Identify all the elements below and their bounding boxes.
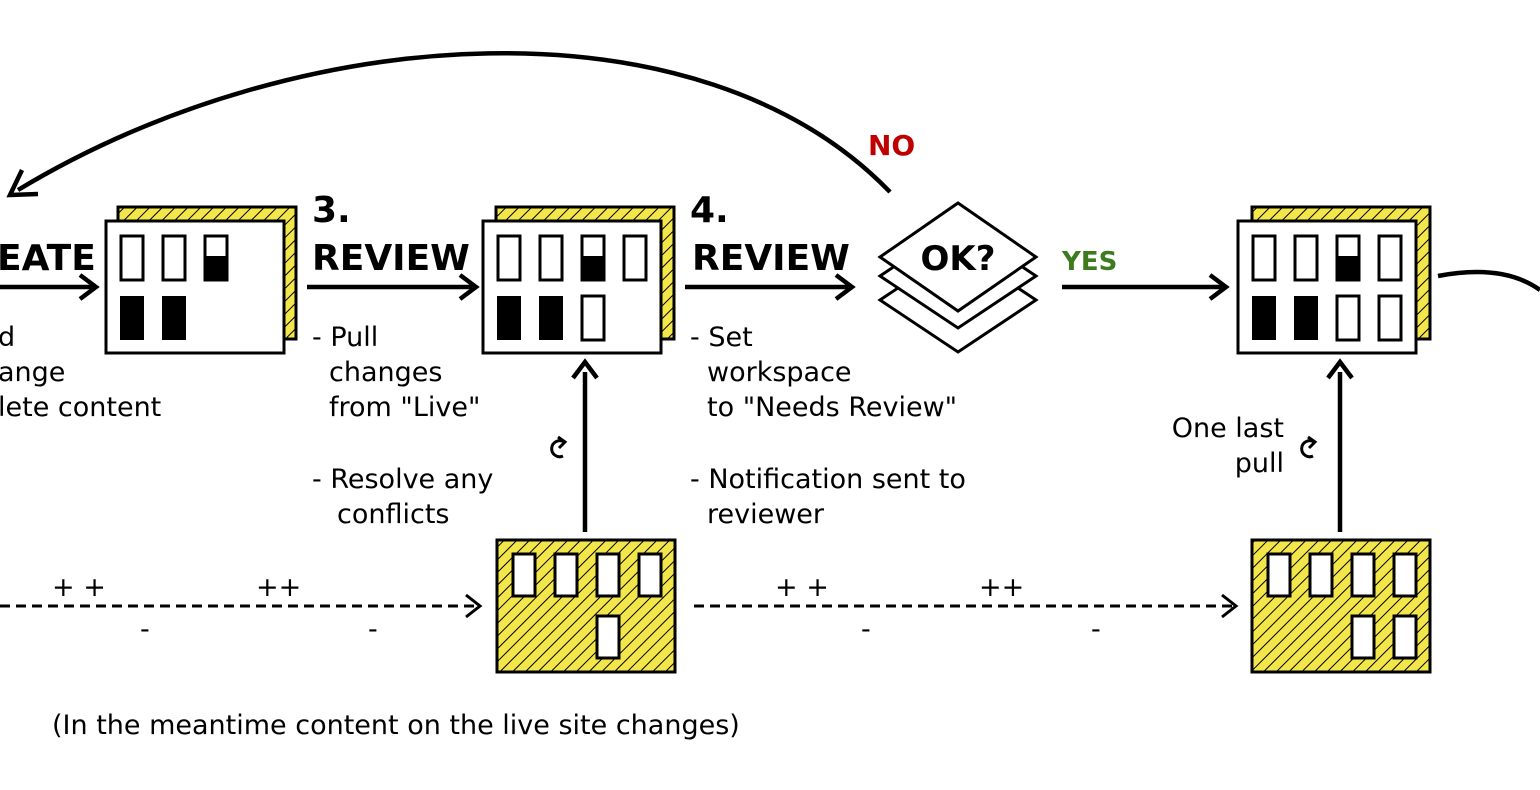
step4-arrowhead (834, 273, 856, 301)
pull-arrowhead-2 (1326, 358, 1354, 380)
live-timeline-1-arrowhead (465, 593, 483, 619)
live-changes-caption: (In the meantime content on the live sit… (52, 710, 740, 741)
minus-mark-1: - (140, 614, 150, 645)
minus-mark-4: - (1091, 614, 1101, 645)
final-pull-line-2: pull (1235, 448, 1284, 479)
step4-note-4: - Notification sent to (690, 464, 966, 495)
live-site-box-2 (1250, 538, 1432, 674)
step3-note-4: - Resolve any (312, 464, 493, 495)
minus-mark-2: - (368, 614, 378, 645)
step4-note-5: reviewer (707, 499, 825, 530)
create-note-line-2: ange (0, 357, 65, 388)
live-timeline-2-arrowhead (1221, 593, 1239, 619)
no-label: NO (868, 129, 915, 162)
no-loop-arrow (16, 51, 892, 194)
workspace-box-3 (1236, 205, 1432, 355)
workspace-box-1 (104, 205, 298, 355)
create-note-line-3: lete content (0, 392, 161, 423)
refresh-icon (550, 435, 568, 459)
step3-arrowhead (458, 273, 480, 301)
plus-mark-2: ++ (256, 572, 301, 603)
create-heading: EATE (0, 238, 96, 279)
step3-number: 3. (312, 190, 351, 231)
step4-note-1: - Set (690, 322, 753, 353)
live-site-box-1 (495, 538, 677, 674)
create-arrowhead (78, 273, 100, 301)
exit-arrow-curve (1437, 269, 1540, 292)
plus-mark-3: + + (775, 572, 829, 603)
yes-arrowhead (1208, 273, 1230, 301)
step3-note-5: conflicts (337, 499, 449, 530)
step4-heading: REVIEW (692, 238, 850, 279)
plus-mark-4: ++ (979, 572, 1024, 603)
step3-note-2: changes (329, 357, 442, 388)
pull-arrowhead-1 (571, 358, 599, 380)
minus-mark-3: - (861, 614, 871, 645)
step3-note-1: - Pull (312, 322, 378, 353)
no-loop-arrowhead (6, 169, 39, 198)
step4-note-2: workspace (707, 357, 852, 388)
step4-note-3: to "Needs Review" (707, 392, 957, 423)
create-note-line-1: d (0, 322, 15, 353)
plus-mark-1: + + (52, 572, 106, 603)
yes-label: YES (1061, 247, 1117, 277)
step4-number: 4. (690, 190, 729, 231)
decision-diamond (877, 201, 1039, 354)
workspace-box-2 (481, 205, 676, 355)
decision-label: OK? (921, 239, 996, 279)
refresh-icon (1300, 435, 1318, 459)
step3-note-3: from "Live" (329, 392, 480, 423)
final-pull-line-1: One last (1172, 413, 1284, 444)
step3-heading: REVIEW (312, 238, 470, 279)
